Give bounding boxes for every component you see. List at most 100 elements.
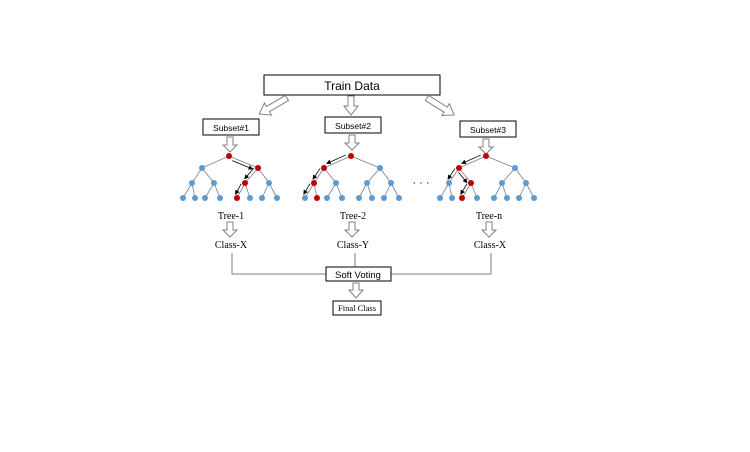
arrow-to-subset-1 [258, 94, 290, 116]
arrow-tree1-class [221, 221, 239, 238]
subset-label-3: Subset#3 [470, 125, 506, 135]
final-class-label: Final Class [338, 303, 376, 313]
tree-node [499, 180, 505, 186]
tree-node [381, 195, 387, 201]
tree-node [356, 195, 362, 201]
tree-edge [448, 167, 460, 184]
decision-path-arrow [232, 160, 254, 170]
subset-box-3: Subset#3 [459, 120, 517, 138]
tree-node [339, 195, 345, 201]
tree-node [437, 195, 443, 201]
tree-node-selected [468, 180, 474, 186]
decision-tree-2 [302, 153, 402, 201]
class-label-3: Class-X [474, 240, 507, 251]
tree-edge [244, 167, 259, 184]
tree-edge [201, 167, 215, 184]
arrow-tree3-class [480, 221, 498, 238]
subset-to-tree-arrows [221, 134, 495, 155]
tree-node [364, 180, 370, 186]
tree-node-selected [348, 153, 354, 159]
tree-node [531, 195, 537, 201]
tree-node [388, 180, 394, 186]
tree-node [377, 165, 383, 171]
train-data-box: Train Data [263, 74, 441, 96]
train-to-subset-arrows [258, 94, 455, 117]
train-data-label: Train Data [324, 79, 380, 93]
tree-edge [458, 167, 472, 184]
tree-edge [257, 167, 270, 184]
tree-node [491, 195, 497, 201]
subset-box-2: Subset#2 [324, 116, 382, 134]
tree-edge [191, 167, 203, 184]
tree-node [516, 195, 522, 201]
tree-edge [501, 167, 516, 184]
trees-layer [180, 153, 537, 201]
tree-node [211, 180, 217, 186]
tree-node-selected [226, 153, 232, 159]
tree-node-selected [314, 195, 320, 201]
tree-node [504, 195, 510, 201]
tree-edge [323, 167, 337, 184]
ellipsis: · · · [412, 177, 429, 189]
tree-node-selected [459, 195, 465, 201]
subset-label-2: Subset#2 [335, 121, 371, 131]
tree-node-selected [242, 180, 248, 186]
tree-node [474, 195, 480, 201]
subset-box-1: Subset#1 [202, 118, 260, 136]
arrow-subset2-tree2 [343, 134, 361, 151]
tree-edge [514, 167, 527, 184]
tree-node-selected [483, 153, 489, 159]
arrow-to-subset-3 [424, 94, 455, 117]
tree-node [180, 195, 186, 201]
tree-node [333, 180, 339, 186]
soft-voting-label: Soft Voting [335, 270, 381, 281]
voting-connectors [231, 253, 492, 275]
subset-label-1: Subset#1 [213, 123, 249, 133]
arrow-subset3-tree3 [477, 138, 495, 155]
tree-node [199, 165, 205, 171]
tree-node [446, 180, 452, 186]
tree-edge [366, 167, 381, 184]
tree-node-selected [255, 165, 261, 171]
tree-node-selected [311, 180, 317, 186]
tree-label-3: Tree-n [476, 211, 502, 222]
tree-edge [350, 155, 381, 169]
decision-path-arrow [460, 183, 468, 195]
decision-path-arrow [447, 168, 456, 180]
tree-node [266, 180, 272, 186]
tree-node [274, 195, 280, 201]
tree-edge [458, 155, 487, 169]
tree-node [247, 195, 253, 201]
decision-path-arrow [303, 183, 311, 195]
decision-path-arrow [244, 168, 255, 180]
tree-node-selected [456, 165, 462, 171]
arrow-subset1-tree1 [221, 136, 239, 153]
tree-label-2: Tree-2 [340, 211, 366, 222]
tree-node [189, 180, 195, 186]
decision-path-arrow [461, 154, 481, 165]
tree-edge [228, 155, 259, 169]
decision-path-arrow [458, 171, 468, 184]
arrow-voting-final [347, 282, 365, 299]
decision-tree-1 [180, 153, 280, 201]
tree-edge [313, 167, 325, 184]
tree-node [523, 180, 529, 186]
tree-edge [201, 155, 230, 169]
tree-node [324, 195, 330, 201]
tree-node [512, 165, 518, 171]
soft-voting-box: Soft Voting [325, 266, 392, 282]
class-label-1: Class-X [215, 240, 248, 251]
tree-node-selected [321, 165, 327, 171]
tree-edge [485, 155, 516, 169]
tree-node [449, 195, 455, 201]
decision-tree-3 [437, 153, 537, 201]
class-label-2: Class-Y [337, 240, 369, 251]
final-class-box: Final Class [332, 300, 382, 316]
tree-edge [323, 155, 352, 169]
decision-path-arrow [312, 168, 321, 180]
tree-node [192, 195, 198, 201]
tree-node [217, 195, 223, 201]
arrow-to-subset-2 [342, 95, 360, 116]
tree-node [202, 195, 208, 201]
